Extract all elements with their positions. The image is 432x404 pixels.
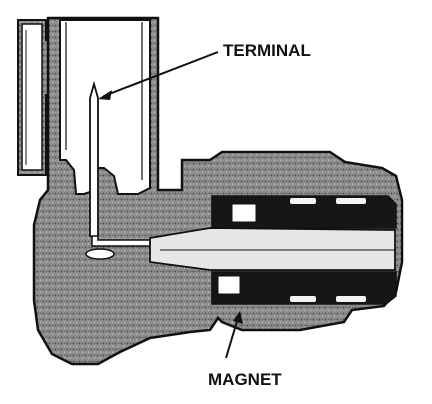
center-bore <box>149 227 396 271</box>
magnet-upper <box>211 195 397 229</box>
magnet-label: MAGNET <box>208 370 282 389</box>
terminal-pin <box>89 80 169 247</box>
magnet-lower <box>211 271 397 305</box>
magnet-callout: MAGNET <box>208 311 282 389</box>
terminal-callout: TERMINAL <box>98 41 311 100</box>
mounting-tab <box>17 19 57 176</box>
terminal-seat <box>85 248 115 260</box>
connector-socket <box>59 19 151 195</box>
terminal-label: TERMINAL <box>223 41 311 60</box>
